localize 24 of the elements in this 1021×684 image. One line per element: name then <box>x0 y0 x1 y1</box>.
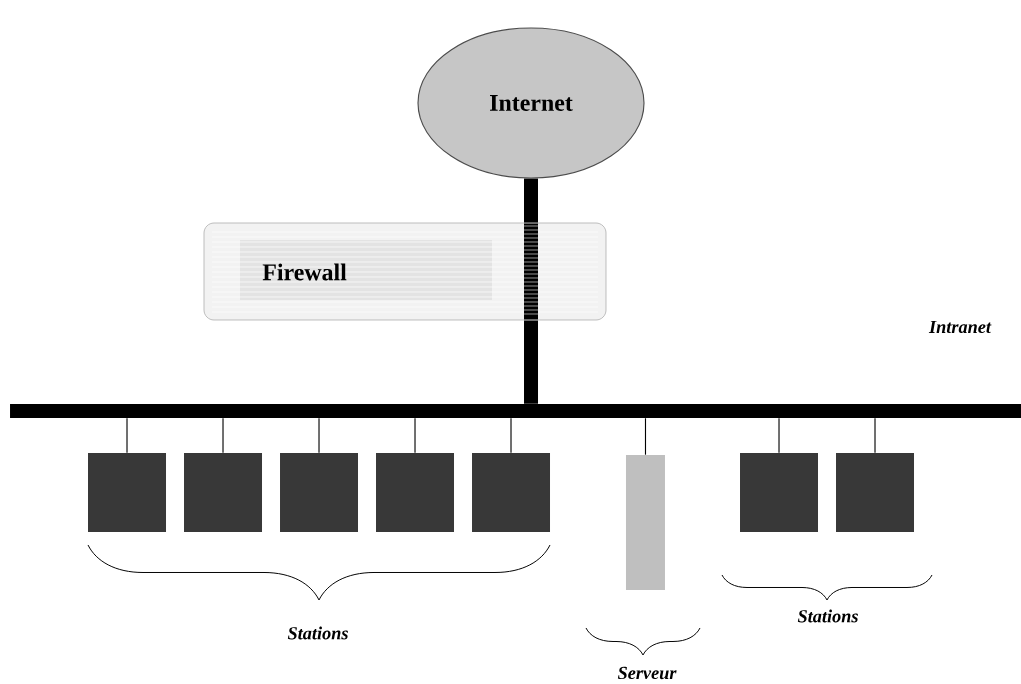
connection-line <box>318 417 320 454</box>
firewall-box: Firewall <box>203 222 607 321</box>
group-label: Stations <box>287 626 348 640</box>
network-link <box>524 320 538 404</box>
group-label: Serveur <box>617 666 677 680</box>
station-box <box>472 452 550 532</box>
group-label: Stations <box>797 609 858 623</box>
station-box <box>740 452 818 532</box>
network-link <box>524 178 538 223</box>
network-bus <box>10 404 1021 418</box>
server-box <box>626 454 665 590</box>
connection-line <box>778 417 780 454</box>
connection-line <box>510 417 512 454</box>
station-box <box>376 452 454 532</box>
connection-line <box>126 417 128 454</box>
connection-line <box>414 417 416 454</box>
connection-line <box>222 417 224 454</box>
station-box <box>184 452 262 532</box>
station-box <box>836 452 914 532</box>
station-box <box>88 452 166 532</box>
connection-line <box>644 417 647 456</box>
station-box <box>280 452 358 532</box>
connection-line <box>874 417 876 454</box>
network-label: Intranet <box>928 320 992 334</box>
